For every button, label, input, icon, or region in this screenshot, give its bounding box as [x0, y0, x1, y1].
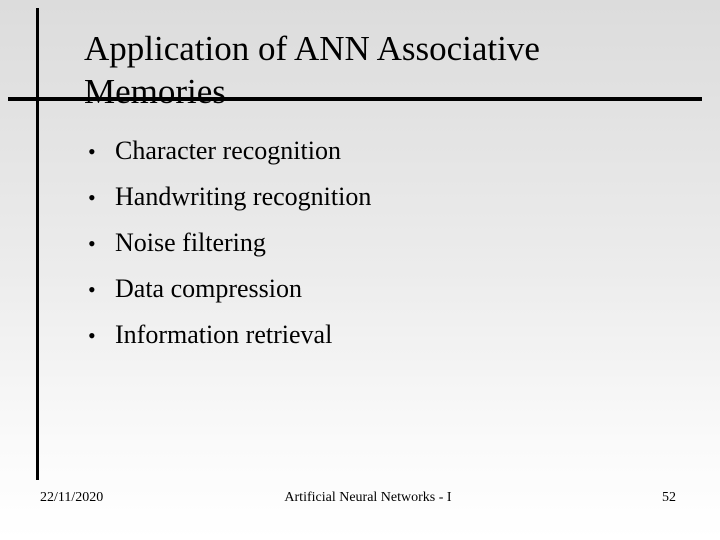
bullet-text: Handwriting recognition [115, 182, 372, 211]
bullet-icon: • [88, 185, 96, 210]
list-item: • Information retrieval [88, 312, 371, 358]
bullet-text: Noise filtering [115, 228, 266, 257]
footer-course-title: Artificial Neural Networks - I [284, 490, 452, 505]
footer-page-number: 52 [662, 490, 676, 505]
list-item: • Character recognition [88, 128, 371, 174]
footer-date: 22/11/2020 [40, 490, 104, 505]
bullet-icon: • [88, 231, 96, 256]
list-item: • Handwriting recognition [88, 174, 371, 220]
horizontal-rule [8, 97, 702, 101]
slide-title: Application of ANN Associative Memories [84, 29, 540, 112]
bullet-list: • Character recognition • Handwriting re… [88, 128, 371, 358]
bullet-text: Data compression [115, 274, 303, 303]
bullet-icon: • [88, 277, 96, 302]
list-item: • Noise filtering [88, 220, 371, 266]
bullet-icon: • [88, 323, 96, 348]
bullet-icon: • [88, 139, 96, 164]
vertical-rule [36, 8, 39, 480]
bullet-text: Character recognition [115, 136, 341, 165]
list-item: • Data compression [88, 266, 371, 312]
bullet-text: Information retrieval [115, 320, 333, 349]
